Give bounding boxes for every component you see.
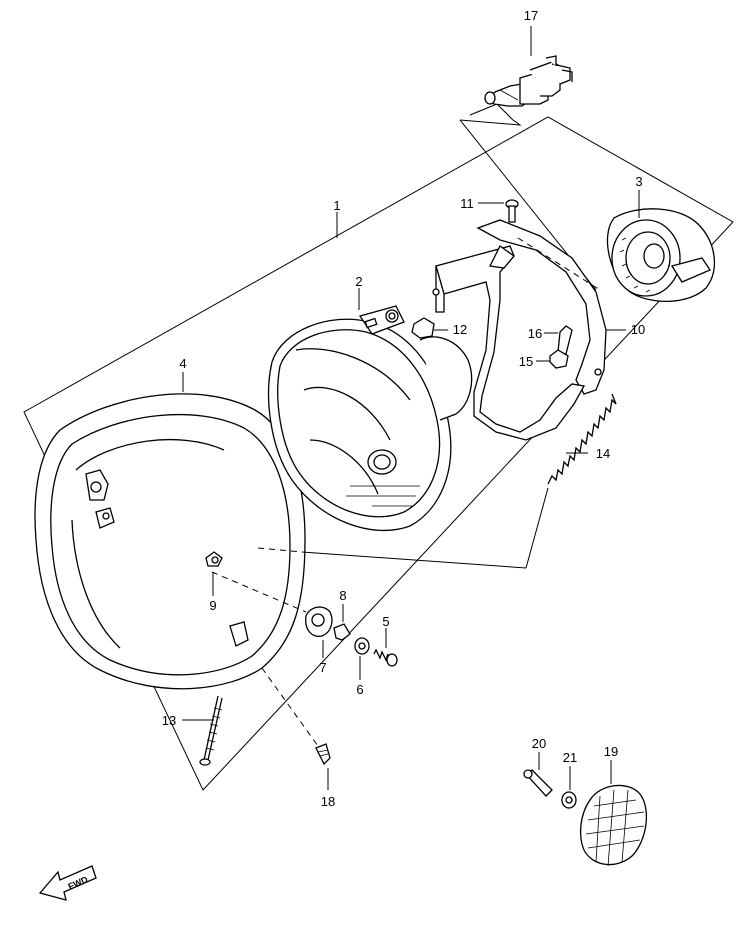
headlamp-bulb bbox=[484, 55, 573, 107]
callout-12: 12 bbox=[453, 322, 467, 337]
washer-6 bbox=[354, 637, 370, 655]
callout-18: 18 bbox=[321, 794, 335, 809]
screw-11 bbox=[505, 199, 519, 223]
callout-5: 5 bbox=[382, 614, 389, 629]
screw-13 bbox=[199, 695, 223, 766]
spacer-7 bbox=[305, 606, 333, 637]
callout-9: 9 bbox=[209, 598, 216, 613]
pin-16 bbox=[557, 325, 573, 355]
screw-18 bbox=[315, 743, 331, 766]
callout-1: 1 bbox=[333, 198, 340, 213]
callout-16: 16 bbox=[528, 326, 542, 341]
callout-20: 20 bbox=[532, 736, 546, 751]
callout-6: 6 bbox=[356, 682, 363, 697]
callout-4: 4 bbox=[179, 356, 186, 371]
collar-8 bbox=[333, 623, 351, 641]
callout-13: 13 bbox=[162, 713, 176, 728]
callout-15: 15 bbox=[519, 354, 533, 369]
mounting-bracket bbox=[432, 219, 607, 441]
nut-15 bbox=[549, 349, 569, 369]
callout-17: 17 bbox=[524, 8, 538, 23]
alignment-line bbox=[261, 667, 319, 747]
nut-12 bbox=[411, 317, 435, 339]
callout-10: 10 bbox=[631, 322, 645, 337]
reflector-19 bbox=[579, 784, 648, 867]
spring-14 bbox=[547, 393, 617, 485]
leader-lines bbox=[182, 26, 640, 790]
headlamp-reflector-lens bbox=[268, 305, 473, 532]
bulb-leader-frame bbox=[459, 103, 522, 126]
screw-5 bbox=[373, 648, 398, 667]
callout-21: 21 bbox=[563, 750, 577, 765]
washer-21 bbox=[561, 791, 577, 809]
callout-14: 14 bbox=[596, 446, 610, 461]
callout-2: 2 bbox=[355, 274, 362, 289]
bolt-20 bbox=[523, 769, 553, 797]
callout-7: 7 bbox=[319, 660, 326, 675]
callout-8: 8 bbox=[339, 588, 346, 603]
forward-arrow-icon: FWD bbox=[38, 865, 97, 901]
headlamp-rear-cap bbox=[606, 208, 716, 302]
callout-11: 11 bbox=[460, 196, 474, 211]
callout-3: 3 bbox=[635, 174, 642, 189]
headlamp-housing bbox=[34, 393, 306, 690]
callout-19: 19 bbox=[604, 744, 618, 759]
